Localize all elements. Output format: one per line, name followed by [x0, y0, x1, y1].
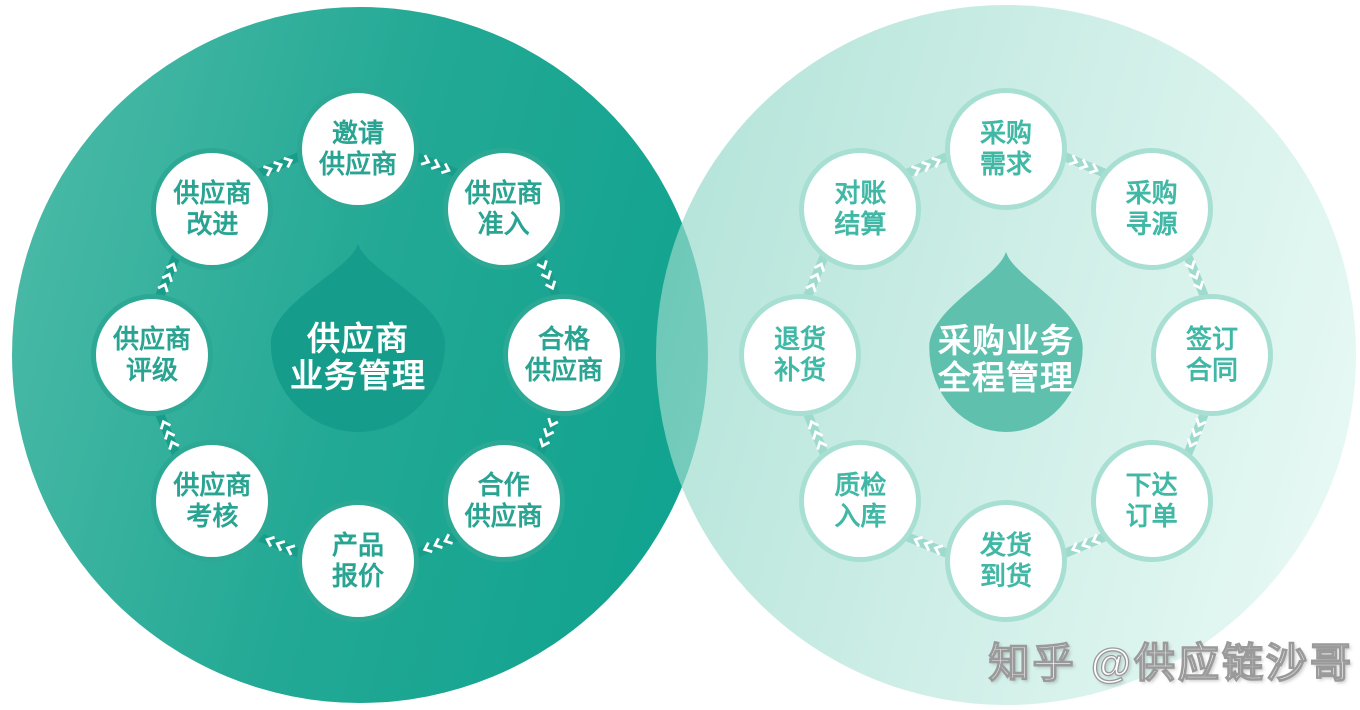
process-node-label-line: 质检 [834, 469, 887, 500]
process-node-label-line: 合同 [1185, 355, 1238, 385]
chevron-flow-icon [159, 419, 179, 451]
chevron-flow-icon [1070, 534, 1102, 554]
process-node-label-line: 报价 [331, 561, 384, 591]
process-node-label-line: 供应商 [173, 469, 252, 500]
process-node-label-line: 结算 [834, 209, 887, 240]
process-node: 供应商考核 [151, 439, 274, 562]
chevron-flow-icon [913, 536, 944, 557]
chevron-flow-icon [539, 417, 560, 448]
cycle-title-line: 业务管理 [290, 357, 426, 394]
process-node-label-line: 寻源 [1125, 209, 1178, 240]
chevron-flow-icon [262, 156, 294, 176]
connector-line [243, 526, 316, 564]
process-node: 邀请供应商 [297, 88, 419, 210]
chevron-flow-icon [804, 262, 825, 293]
process-node-label-line: 补货 [773, 355, 826, 385]
process-node-label-line: 需求 [979, 149, 1032, 179]
process-node: 质检入库 [799, 439, 922, 562]
chevron-flow-icon [537, 259, 557, 291]
connector-line [891, 146, 964, 183]
connector-line [797, 240, 834, 313]
connector-line [149, 240, 186, 313]
process-node-label-line: 准入 [477, 209, 530, 240]
connector-line [400, 526, 473, 564]
process-node: 下达订单 [1090, 439, 1213, 562]
process-node-label-line: 签订 [1185, 324, 1238, 354]
cycle-title: 供应商业务管理 [248, 320, 468, 394]
connector-line [243, 146, 316, 183]
center-drop-icon [270, 243, 446, 432]
process-node: 对账结算 [799, 148, 922, 271]
process-node-label-line: 供应商 [318, 149, 397, 179]
process-node-label-line: 入库 [834, 500, 887, 531]
process-node-label-line: 退货 [773, 324, 826, 354]
chevron-flow-icon [1185, 259, 1205, 291]
process-node: 采购寻源 [1090, 148, 1213, 271]
process-node: 退货补货 [739, 294, 861, 416]
chevron-flow-icon [1187, 417, 1208, 448]
process-node-label-line: 下达 [1125, 469, 1178, 500]
center-drop-icon [929, 251, 1083, 432]
cycle-title-line: 供应商 [307, 320, 409, 357]
process-node-label-line: 到货 [979, 561, 1032, 591]
process-node: 供应商准入 [442, 148, 565, 271]
process-node-label-line: 采购 [979, 118, 1032, 148]
connector-line [1177, 240, 1215, 313]
process-node-label-line: 合格 [537, 324, 590, 354]
process-node-label-line: 供应商 [464, 178, 543, 209]
process-node: 发货到货 [945, 500, 1067, 622]
watermark: 知乎 @供应链沙哥 [988, 639, 1354, 686]
process-node: 供应商改进 [151, 148, 274, 271]
chevron-flow-icon [807, 419, 827, 451]
process-node-label-line: 改进 [186, 209, 239, 240]
chevron-flow-icon [422, 534, 454, 554]
process-node-label-line: 供应商 [173, 178, 252, 209]
connector-line [1177, 397, 1215, 470]
chevron-flow-icon [156, 262, 177, 293]
process-node: 供应商评级 [91, 294, 213, 416]
connector-line [797, 397, 834, 470]
process-node: 合格供应商 [503, 294, 625, 416]
cycle-title-line: 全程管理 [938, 359, 1074, 396]
process-node-label-line: 订单 [1125, 500, 1178, 531]
process-node-label-line: 产品 [331, 530, 384, 560]
connector-line [529, 240, 567, 313]
process-node: 签订合同 [1151, 294, 1273, 416]
chevron-flow-icon [420, 153, 451, 174]
connector-line [149, 397, 186, 470]
process-node: 合作供应商 [442, 439, 565, 562]
connector-line [400, 146, 473, 183]
process-node-label-line: 邀请 [331, 118, 384, 148]
process-node-label-line: 评级 [125, 355, 178, 385]
chevron-flow-icon [910, 156, 942, 176]
process-node-label-line: 发货 [979, 530, 1032, 560]
process-node-label-line: 采购 [1125, 178, 1178, 209]
process-node-label-line: 供应商 [464, 500, 543, 531]
process-node: 产品报价 [297, 500, 419, 622]
connector-line [1048, 526, 1121, 564]
connector-line [891, 526, 964, 564]
connector-line [1048, 146, 1121, 183]
connector-line [529, 397, 567, 470]
chevron-flow-icon [1068, 153, 1099, 174]
process-node-label-line: 对账 [834, 178, 887, 209]
process-node: 采购需求 [945, 88, 1067, 210]
cycle-title-line: 采购业务 [938, 322, 1074, 359]
cycle-title: 采购业务全程管理 [896, 322, 1116, 396]
process-node-label-line: 合作 [477, 469, 530, 500]
chevron-flow-icon [265, 536, 296, 557]
process-node-label-line: 供应商 [524, 355, 603, 385]
process-node-label-line: 考核 [186, 500, 239, 531]
process-node-label-line: 供应商 [112, 324, 191, 354]
